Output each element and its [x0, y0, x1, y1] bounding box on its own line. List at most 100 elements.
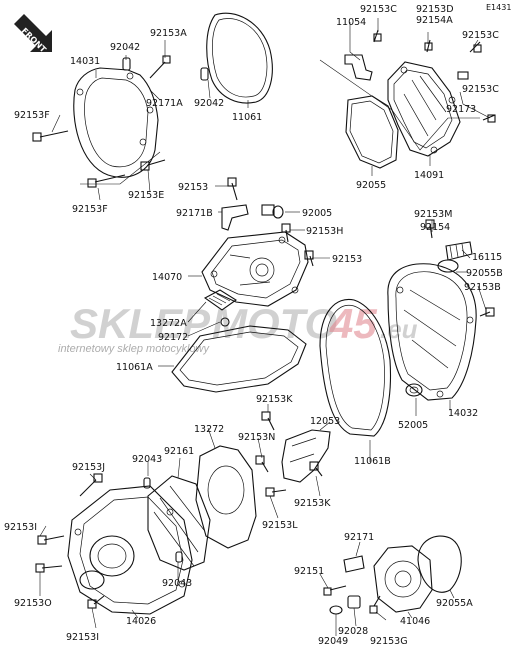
cover-41046 — [373, 545, 433, 613]
generator-cover-14031 — [73, 67, 159, 178]
cover-14091 — [387, 61, 461, 157]
watermark-45: 45 — [329, 300, 377, 347]
gasket-92055 — [345, 95, 399, 169]
label-16115: 16115 — [472, 252, 502, 263]
label-92042-b: 92042 — [194, 98, 224, 109]
label-92161: 92161 — [164, 446, 194, 457]
label-92153G: 92153G — [370, 636, 408, 647]
dowel-pins — [122, 57, 209, 81]
watermark-sklep: SKLEP — [70, 300, 211, 347]
label-92055A: 92055A — [436, 598, 473, 609]
fan-cover-92161 — [147, 475, 211, 571]
gasket-11061B — [319, 298, 391, 437]
label-13272: 13272 — [194, 424, 224, 435]
label-92153N: 92153N — [238, 432, 275, 443]
bolts-bottom-left — [35, 473, 183, 609]
gasket-11061 — [206, 12, 273, 104]
o-ring-92055A — [417, 535, 462, 593]
label-92153H: 92153H — [306, 226, 343, 237]
o-ring-92055B — [437, 259, 459, 273]
label-13272A: 13272A — [150, 318, 187, 329]
clutch-cover-14032 — [387, 263, 477, 401]
watermark-tagline: internetowy sklep motocyklowy — [58, 343, 211, 355]
label-14026: 14026 — [126, 616, 156, 627]
label-92005: 92005 — [302, 208, 332, 219]
label-92153C-b: 92153C — [462, 30, 499, 41]
label-92153M: 92153M — [414, 209, 452, 220]
bracket-92171B — [221, 204, 249, 231]
plate-13272A — [203, 289, 237, 311]
label-92153A: 92153A — [150, 28, 187, 39]
nut-92172 — [220, 317, 230, 327]
diagram-code: E1431 — [486, 3, 511, 12]
label-92151: 92151 — [294, 566, 324, 577]
gasket-11061A — [171, 325, 307, 393]
label-92153I-a: 92153I — [4, 522, 37, 533]
gasket-92055-inner — [349, 100, 394, 164]
label-92153E: 92153E — [128, 190, 164, 201]
label-14032: 14032 — [448, 408, 478, 419]
label-92028: 92028 — [338, 626, 368, 637]
watermark: SKLEP MOTO 45 .eu internetowy sklep moto… — [58, 300, 418, 355]
label-92153K-b: 92153K — [294, 498, 331, 509]
bolts-top-right — [373, 29, 496, 123]
fitting-92005 — [261, 204, 284, 219]
cover-14026 — [67, 485, 193, 615]
label-11061A: 11061A — [116, 362, 153, 373]
label-92049: 92049 — [318, 636, 348, 647]
label-92153K-a: 92153K — [256, 394, 293, 405]
label-92153I-b: 92153I — [66, 632, 99, 643]
leader-lines — [39, 18, 491, 636]
bracket-12053 — [281, 429, 331, 483]
bolts-bottom-center — [255, 411, 323, 497]
label-92043-a: 92043 — [132, 454, 162, 465]
bracket-11054 — [344, 54, 373, 81]
label-92153C-a: 92153C — [360, 4, 397, 15]
label-92153C-c: 92153C — [462, 84, 499, 95]
label-92153J: 92153J — [72, 462, 105, 473]
bolts-top-left — [32, 55, 171, 188]
label-52005: 52005 — [398, 420, 428, 431]
cover-14070 — [201, 231, 309, 307]
label-92171A: 92171A — [146, 98, 183, 109]
label-92153F-a: 92153F — [14, 110, 50, 121]
label-92043-b: 92043 — [162, 578, 192, 589]
label-41046: 41046 — [400, 616, 430, 627]
label-92171B: 92171B — [176, 208, 213, 219]
oil-filler-16115 — [445, 241, 473, 261]
front-arrow-icon: FRONT — [14, 14, 52, 55]
label-92173: 92173 — [446, 104, 476, 115]
label-92055B: 92055B — [466, 268, 503, 279]
label-92154: 92154 — [420, 222, 450, 233]
label-92153-b: 92153 — [332, 254, 362, 265]
label-92153F-b: 92153F — [72, 204, 108, 215]
oil-seal-52005 — [405, 383, 423, 397]
watermark-moto: MOTO — [212, 300, 337, 347]
gasket-11061B-inner — [325, 304, 385, 431]
label-14070: 14070 — [152, 272, 182, 283]
label-11054: 11054 — [336, 17, 366, 28]
label-92042-a: 92042 — [110, 42, 140, 53]
plate-13272-window — [207, 465, 245, 515]
bolts-center — [227, 177, 314, 267]
bolts-right — [425, 219, 495, 317]
label-92153-a: 92153 — [178, 182, 208, 193]
plate-13272 — [195, 445, 257, 549]
label-11061B: 11061B — [354, 456, 391, 467]
label-92153L: 92153L — [262, 520, 298, 531]
label-14031: 14031 — [70, 56, 100, 67]
label-92153O: 92153O — [14, 598, 52, 609]
label-92153D: 92153D — [416, 4, 454, 15]
label-92153B: 92153B — [464, 282, 501, 293]
part-labels: 11054 92153C 92153D 92154A 92153C 92153C… — [4, 4, 503, 647]
label-92172: 92172 — [158, 332, 188, 343]
label-92055: 92055 — [356, 180, 386, 191]
label-92154A: 92154A — [416, 15, 453, 26]
bracket-12053-rib — [289, 437, 317, 463]
label-11061: 11061 — [232, 112, 262, 123]
label-92171: 92171 — [344, 532, 374, 543]
gasket-11061A-inner — [179, 331, 299, 386]
label-12053: 12053 — [310, 416, 340, 427]
pump-parts — [323, 555, 381, 615]
